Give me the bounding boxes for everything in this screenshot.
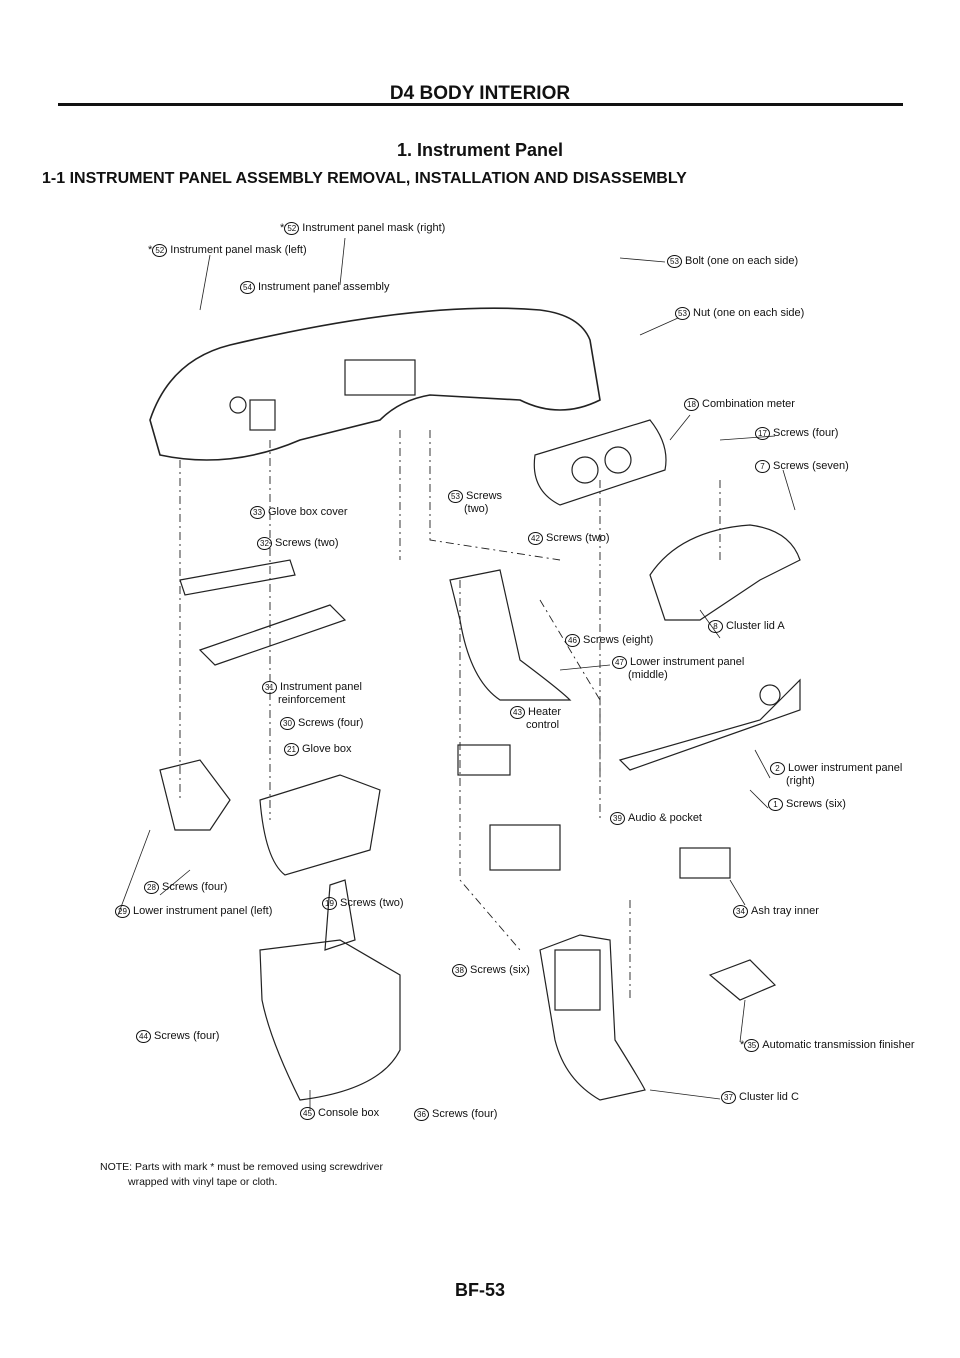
page-header: D4 BODY INTERIOR [389,83,571,104]
cluster-lid-a-drawing [649,524,801,621]
reinforcement-drawing [198,604,347,666]
cluster-lid-c-drawing [539,934,646,1101]
gauge-left-drawing [571,456,599,484]
note: NOTE: Parts with mark * must be removed … [100,1160,383,1190]
shift-boot-drawing [324,879,356,951]
heater-control-drawing [457,744,511,776]
side-vent-drawing [249,399,276,431]
dashed-guide-lines [179,430,721,1000]
leader-lines [117,237,796,1110]
cluster-lid-c-opening-drawing [554,949,601,1011]
instrument-panel-assembly-drawing [149,307,601,461]
section-title: 1. Instrument Panel [396,140,564,160]
lower-panel-right-drawing [618,678,801,771]
lower-panel-middle-drawing [449,569,572,701]
note-line-1: NOTE: Parts with mark * must be removed … [100,1161,383,1173]
lower-panel-left-drawing [159,759,231,831]
glove-box-cover-drawing [179,559,296,596]
page-number: BF-53 [454,1280,505,1300]
combination-meter-drawing [533,419,667,506]
ash-tray-drawing [679,847,731,879]
note-line-2: wrapped with vinyl tape or cloth. [128,1176,278,1188]
console-box-drawing [259,939,401,1101]
gauge-right-drawing [604,446,632,474]
subsection-title: 1-1 INSTRUMENT PANEL ASSEMBLY REMOVAL, I… [42,170,687,187]
speaker-drawing [759,684,781,706]
at-finisher-drawing [708,959,777,1001]
center-vent-drawing [344,359,416,396]
audio-pocket-drawing [489,824,561,871]
side-vent-round-drawing [229,396,247,414]
header-rule [58,103,903,106]
glove-box-drawing [259,774,381,876]
